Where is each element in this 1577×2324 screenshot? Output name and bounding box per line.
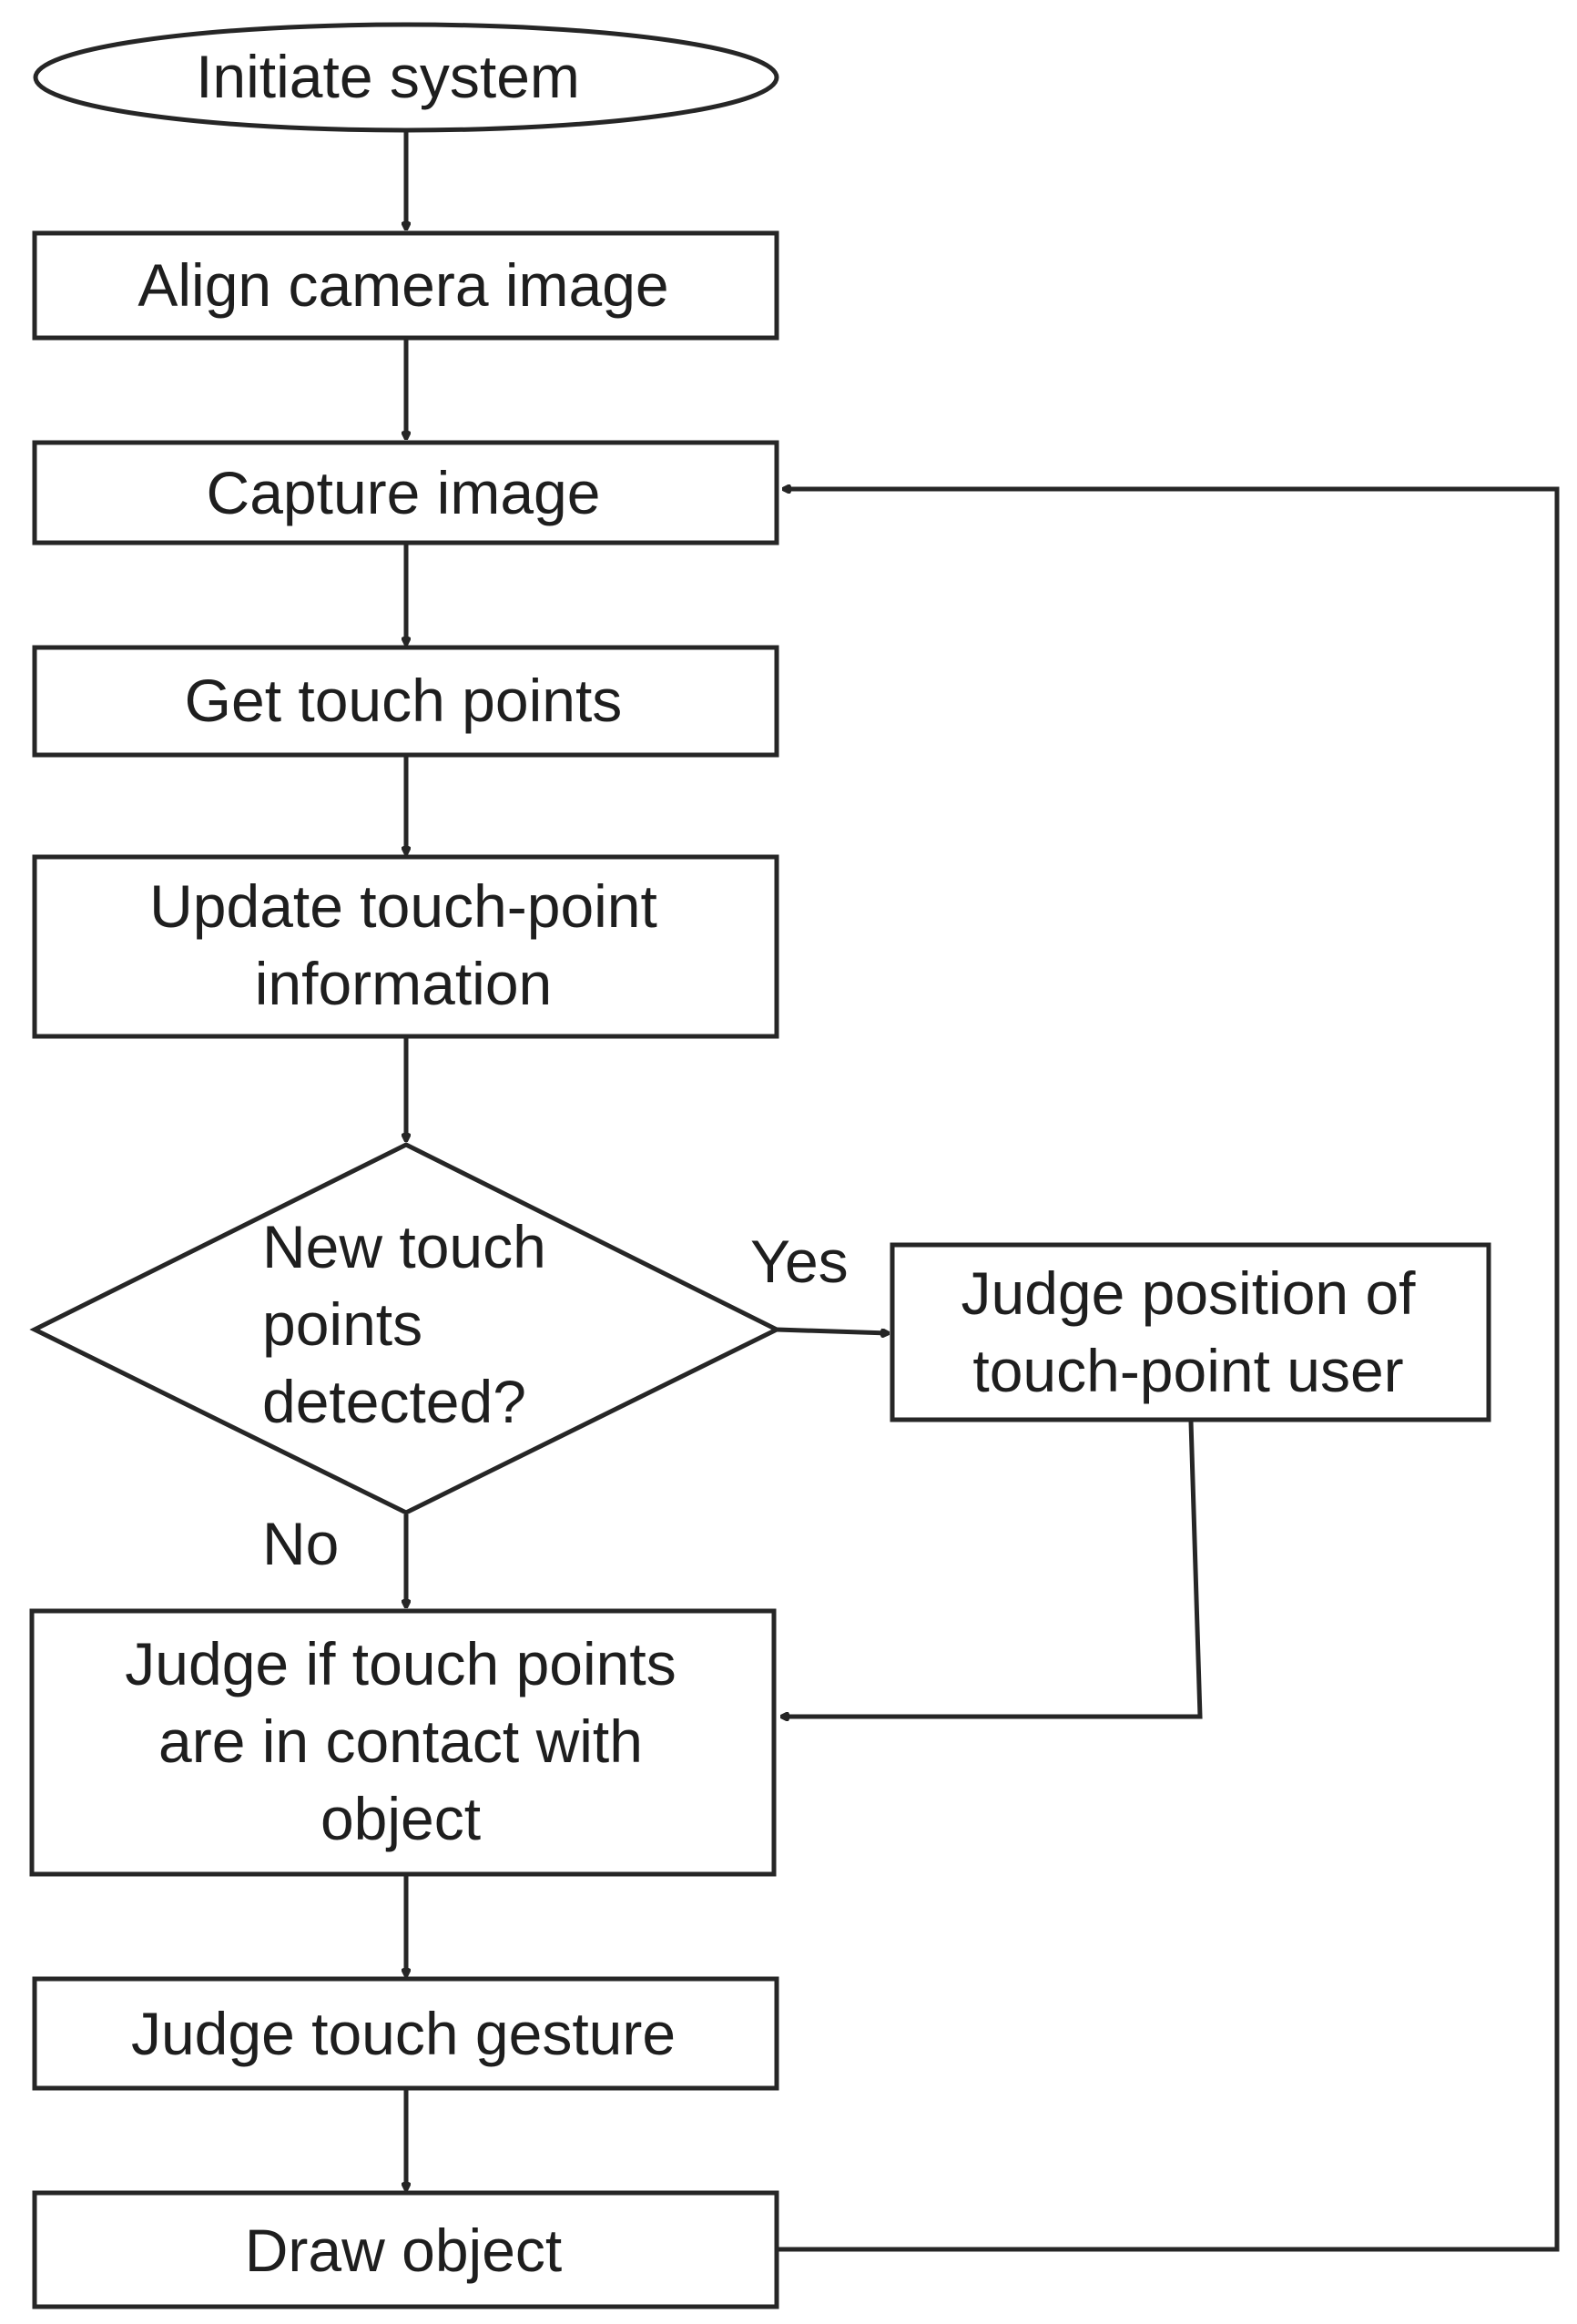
decision-diamond <box>29 1142 782 1515</box>
node-label-line-3: detected? <box>262 1368 526 1435</box>
node-label-line-1: New touch <box>262 1213 546 1280</box>
node-label-line-1: Judge position of <box>961 1259 1416 1327</box>
edge-draw-loop-to-capture <box>777 489 1560 2252</box>
node-label: Initiate system <box>196 43 580 110</box>
node-capture-image: Capture image <box>32 440 779 545</box>
node-draw-object: Draw object <box>32 2190 779 2309</box>
node-label-line-1: Update touch-point <box>149 872 657 940</box>
node-judge-if-touch-points-in-contact: Judge if touch points are in contact wit… <box>29 1608 777 1877</box>
process-box <box>32 1976 779 2091</box>
process-box <box>890 1242 1491 1422</box>
node-align-camera-image: Align camera image <box>32 230 779 341</box>
node-label-line-1: Judge if touch points <box>125 1630 676 1697</box>
node-judge-touch-gesture: Judge touch gesture <box>32 1976 779 2091</box>
process-box <box>32 2190 779 2309</box>
process-box <box>32 440 779 545</box>
node-label-line-3: object <box>320 1785 481 1852</box>
node-judge-position-of-touch-point-user: Judge position of touch-point user <box>890 1242 1491 1422</box>
node-label-line-2: points <box>262 1290 422 1358</box>
node-update-touch-point-information: Update touch-point information <box>32 854 779 1039</box>
node-get-touch-points: Get touch points <box>32 645 779 758</box>
node-label-line-2: are in contact with <box>158 1707 643 1775</box>
terminal-shape <box>33 22 779 133</box>
edge-judge-position-to-judge-contact <box>781 1421 1203 1717</box>
node-label: Align camera image <box>137 251 668 319</box>
edge-decision-yes-to-judge-position <box>776 1327 889 1333</box>
node-label-line-2: touch-point user <box>972 1337 1403 1404</box>
node-initiate-system: Initiate system <box>33 22 779 133</box>
node-label-line-2: information <box>255 950 553 1017</box>
node-label: Draw object <box>245 2217 562 2284</box>
process-box <box>29 1608 777 1877</box>
process-box <box>32 854 779 1039</box>
node-label: Get touch points <box>185 667 623 734</box>
edge-label-yes: Yes <box>750 1228 849 1295</box>
node-label: Judge touch gesture <box>131 2000 676 2067</box>
process-box <box>32 230 779 341</box>
edge-label-no: No <box>262 1510 339 1577</box>
edges <box>406 132 1560 2252</box>
process-box <box>32 645 779 758</box>
node-label: Capture image <box>207 459 601 526</box>
node-new-touch-points-decision: New touch points detected? <box>29 1142 782 1515</box>
